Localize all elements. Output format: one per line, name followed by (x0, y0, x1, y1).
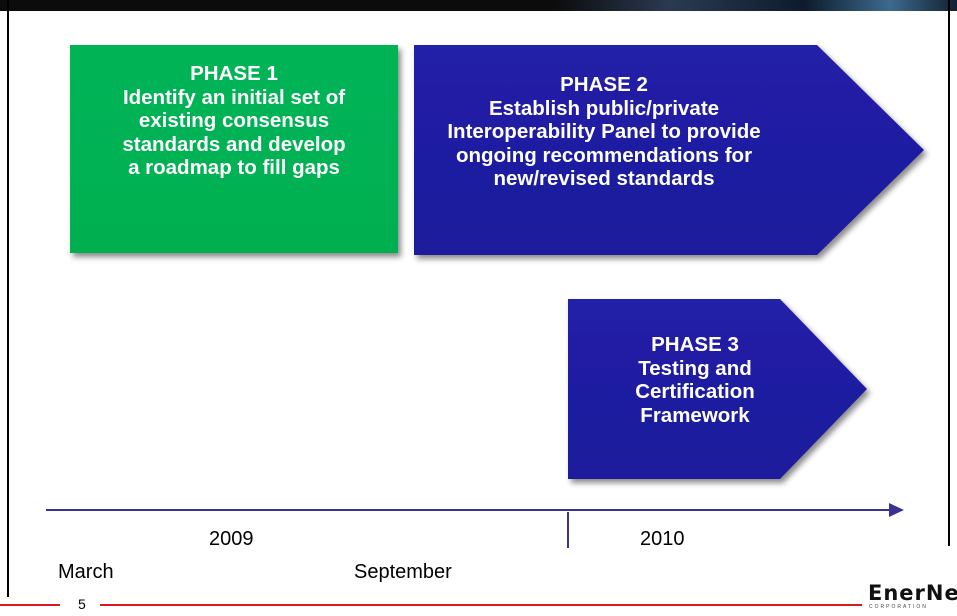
phase-3-line: Testing and (638, 356, 752, 380)
phase-2-text: PHASE 2 Establish public/private Interop… (414, 73, 794, 191)
phase-1-box (70, 45, 398, 253)
right-border-rule (948, 0, 950, 546)
enernex-logo: EnerNex CORPORATION (868, 581, 957, 616)
phase-3-text: PHASE 3 Testing and Certification Framew… (610, 333, 780, 427)
phase-1-line: Identify an initial set of (122, 85, 346, 109)
month-label-september: September (354, 561, 452, 583)
left-border-rule (7, 0, 9, 597)
timeline-arrowhead (889, 503, 904, 517)
phase-2-line: ongoing recommendations for (455, 143, 753, 167)
page-number: 5 (78, 596, 86, 612)
phase-1-line: a roadmap to fill gaps (128, 156, 340, 179)
phase-1-title: PHASE 1 (190, 62, 278, 85)
footer-rule-right (100, 604, 862, 606)
phase-3-line: Framework (640, 403, 750, 427)
phase-3-line: Certification (635, 380, 755, 403)
year-label-2010: 2010 (640, 528, 685, 550)
logo-wordmark: EnerNex (868, 581, 957, 605)
year-label-2009: 2009 (209, 528, 254, 550)
logo-word-main: EnerNe (868, 581, 957, 605)
phase-2-line: Interoperability Panel to provide (447, 120, 761, 143)
phase-1-line: existing consensus (138, 109, 330, 132)
phase-2-title: PHASE 2 (560, 73, 648, 96)
phase-1-line: standards and develop (122, 132, 346, 156)
phase-2-line: new/revised standards (493, 167, 715, 190)
phase-2-arrow (414, 45, 924, 255)
footer-rule-left (0, 604, 60, 606)
header-banner (0, 0, 957, 11)
phase-2-line: Establish public/private (488, 96, 720, 120)
logo-subtext: CORPORATION (869, 604, 928, 610)
phase-1-text: PHASE 1 Identify an initial set of exist… (70, 62, 398, 180)
month-label-march: March (58, 561, 114, 583)
phase-3-title: PHASE 3 (651, 333, 739, 356)
phase-3-arrow (568, 299, 867, 479)
